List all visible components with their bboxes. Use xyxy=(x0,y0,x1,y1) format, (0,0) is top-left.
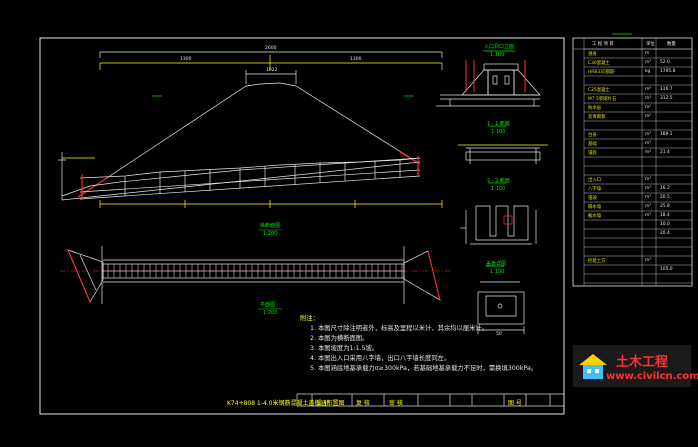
table-cell-item: C25混凝土 xyxy=(588,88,610,93)
table-cell-qty: 52.0 xyxy=(660,60,670,65)
table-cell-item: 八字墙 xyxy=(588,187,602,192)
notes-title: 附注： xyxy=(300,315,319,322)
checked-label: 复 核 xyxy=(356,400,370,407)
slab-detail xyxy=(477,265,525,334)
table-cell-qty: 18.4 xyxy=(660,213,670,218)
table-cell-item: 锥坡 xyxy=(588,196,597,201)
table-cell-qty: 1795.8 xyxy=(660,69,676,74)
dim-left-span: 1300 xyxy=(180,57,192,62)
table-cell-unit: m² xyxy=(645,105,652,110)
note-line: 3. 本图坡度为1:1.5坡。 xyxy=(310,345,379,352)
table-cell-item: 基础 xyxy=(588,142,597,147)
title-block xyxy=(296,393,565,407)
table-cell-unit: m³ xyxy=(645,177,652,182)
table-cell-qty: 189.1 xyxy=(660,132,673,137)
table-cell-qty: 20.4 xyxy=(660,231,670,236)
table-cell-unit: m³ xyxy=(645,195,652,200)
entrance-elevation xyxy=(436,50,541,107)
quantity-table-grid xyxy=(573,38,692,286)
table-cell-qty: 105.0 xyxy=(660,267,673,272)
table-cell-item: C30混凝土 xyxy=(588,61,610,66)
label-entrance-elevation: 入口洞口立面 xyxy=(484,44,515,50)
table-cell-qty: 16.2 xyxy=(660,186,670,191)
table-cell-item: M7.5浆砌片石 xyxy=(588,97,617,102)
table-cell-item: 隔水墙 xyxy=(588,205,602,210)
watermark-cn: 土木工程 xyxy=(616,355,669,370)
drawing-no-label: 图 号 xyxy=(508,400,522,407)
table-header-item: 工 程 项 目 xyxy=(592,42,614,47)
table-cell-qty: 21.4 xyxy=(660,150,670,155)
table-cell-item: 沥青麻絮 xyxy=(588,115,606,120)
dim-right-span: 1300 xyxy=(350,57,362,62)
table-frame xyxy=(572,37,693,287)
scale-slab: 1:100 xyxy=(490,269,505,275)
reviewed-label: 审 核 xyxy=(389,400,403,407)
dim-crest: 1022 xyxy=(266,68,278,73)
table-cell-qty: 312.5 xyxy=(660,96,673,101)
section-2-2 xyxy=(460,182,537,245)
table-cell-item: 挖基土方 xyxy=(588,259,606,264)
designed-label: 设 计 xyxy=(316,400,330,407)
table-cell-unit: m³ xyxy=(645,204,652,209)
watermark-url: www.civilcn.com xyxy=(606,371,698,382)
table-cell-unit: m³ xyxy=(645,96,652,101)
table-cell-item: 防水层 xyxy=(588,106,602,111)
note-line: 1. 本图尺寸除注明者外，标高及里程以米计，其余均以厘米计。 xyxy=(310,325,489,332)
table-cell-item: 出入口 xyxy=(588,178,602,183)
scale-longitudinal: 1:200 xyxy=(263,231,278,237)
table-header-qty: 数量 xyxy=(667,42,676,47)
table-cell-unit: m³ xyxy=(645,60,652,65)
table-cell-unit: m³ xyxy=(645,87,652,92)
sheet-outer-frame xyxy=(39,37,565,415)
table-cell-item: 涵身 xyxy=(588,52,597,57)
dim-total-top: 2600 xyxy=(265,46,277,51)
table-cell-item: 铺底 xyxy=(588,151,597,156)
plan-segment-ticks xyxy=(107,264,403,278)
watermark-logo xyxy=(573,345,691,387)
table-cell-unit: m² xyxy=(645,114,652,119)
scale-entrance: 1:100 xyxy=(490,52,505,58)
table-cell-item: HRB335钢筋 xyxy=(588,70,615,75)
label-slab-detail: 盖板详图 xyxy=(486,261,507,267)
scale-plan: 1:200 xyxy=(263,310,278,316)
scale-section-1-1: 1:100 xyxy=(491,129,506,135)
dim-slab-width: 50 xyxy=(496,332,502,337)
table-header-unit: 单位 xyxy=(646,42,655,47)
table-cell-unit: m³ xyxy=(645,186,652,191)
table-cell-item: 截水墙 xyxy=(588,214,602,219)
house-icon xyxy=(579,354,607,365)
table-cell-unit: m³ xyxy=(645,258,652,263)
plan-view xyxy=(60,246,450,304)
note-line: 2. 本图为横断面图。 xyxy=(310,335,369,342)
notes-block: 附注： 1. 本图尺寸除注明者外，标高及里程以米计，其余均以厘米计。 2. 本图… xyxy=(300,314,537,374)
table-cell-unit: m³ xyxy=(645,141,652,146)
table-cell-unit: kg xyxy=(645,69,651,74)
table-cell-unit: m³ xyxy=(645,150,652,155)
note-line: 5. 本图涵底地基承载力σ≥300kPa，若基础地基承载力不足时，需换填300k… xyxy=(310,365,538,372)
section-1-1 xyxy=(458,125,548,164)
drawing-title: K74+808 1-4.0米钢筋混凝土盖板涵布置图 xyxy=(227,400,345,407)
longitudinal-section xyxy=(58,51,443,208)
note-line: 4. 本图出入口采用八字墙，出口八字墙长度同左。 xyxy=(310,355,451,362)
scale-section-2-2: 1:100 xyxy=(491,186,506,192)
table-cell-item: 台身 xyxy=(588,133,597,138)
table-cell-qty: 25.8 xyxy=(660,204,670,209)
label-section-2-2: 2 - 2 断面 xyxy=(487,178,510,184)
table-cell-qty: 10.0 xyxy=(660,222,670,227)
table-cell-unit: m³ xyxy=(645,132,652,137)
label-plan: 平面图 xyxy=(260,302,276,308)
label-section-1-1: 1 - 1 断面 xyxy=(487,121,510,127)
table-cell-qty: 116.7 xyxy=(660,87,673,92)
table-cell-unit: m xyxy=(645,51,650,56)
table-cell-qty: 20.5 xyxy=(660,195,670,200)
table-cell-unit: m³ xyxy=(645,213,652,218)
label-longitudinal: 纵断面图 xyxy=(260,223,281,229)
